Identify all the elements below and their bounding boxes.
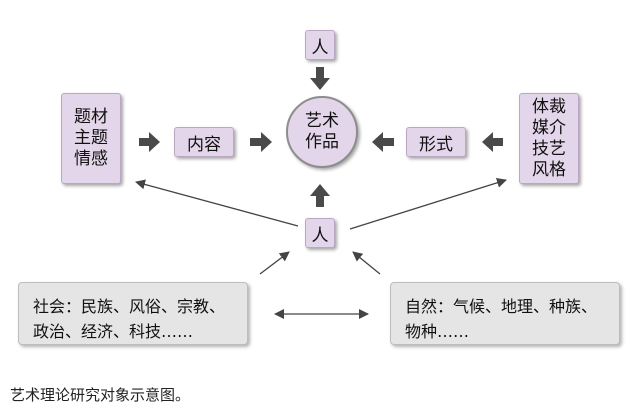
person-bottom-label: 人 xyxy=(311,225,329,246)
subject-item-0: 题材 xyxy=(74,107,108,127)
person-top-label: 人 xyxy=(311,37,329,58)
subject-item-1: 主题 xyxy=(74,128,108,148)
content-node: 内容 xyxy=(174,127,234,157)
artwork-center-node: 艺术 作品 xyxy=(286,96,358,168)
arrow-form-to-center xyxy=(372,132,394,152)
subject-node: 题材 主题 情感 xyxy=(61,93,121,184)
content-label: 内容 xyxy=(187,134,221,155)
style-item-0: 体裁 xyxy=(532,96,566,117)
society-node: 社会：民族、风俗、宗教、 政治、经济、科技…… xyxy=(18,282,248,345)
arrow-person-top-to-center xyxy=(310,67,330,90)
style-item-3: 风格 xyxy=(532,159,566,180)
arrow-subject-to-content xyxy=(139,132,160,152)
form-label: 形式 xyxy=(419,134,453,155)
style-node: 体裁 媒介 技艺 风格 xyxy=(519,93,579,184)
form-node: 形式 xyxy=(406,127,466,157)
style-item-2: 技艺 xyxy=(532,138,566,159)
subject-item-2: 情感 xyxy=(74,149,108,169)
nature-node: 自然：气候、地理、种族、 物种…… xyxy=(390,282,620,345)
arrow-person-to-subject xyxy=(135,179,299,227)
arrow-society-to-person xyxy=(259,251,290,275)
arrow-style-to-form xyxy=(482,132,503,152)
style-item-1: 媒介 xyxy=(532,117,566,138)
arrow-nature-to-person xyxy=(352,251,381,275)
figure-caption: 艺术理论研究对象示意图。 xyxy=(10,386,191,404)
arrow-person-bottom-to-center xyxy=(310,184,330,207)
arrow-person-to-style xyxy=(349,177,507,230)
arrow-content-to-center xyxy=(250,132,272,152)
person-top-node: 人 xyxy=(305,30,335,60)
person-bottom-node: 人 xyxy=(305,218,335,248)
